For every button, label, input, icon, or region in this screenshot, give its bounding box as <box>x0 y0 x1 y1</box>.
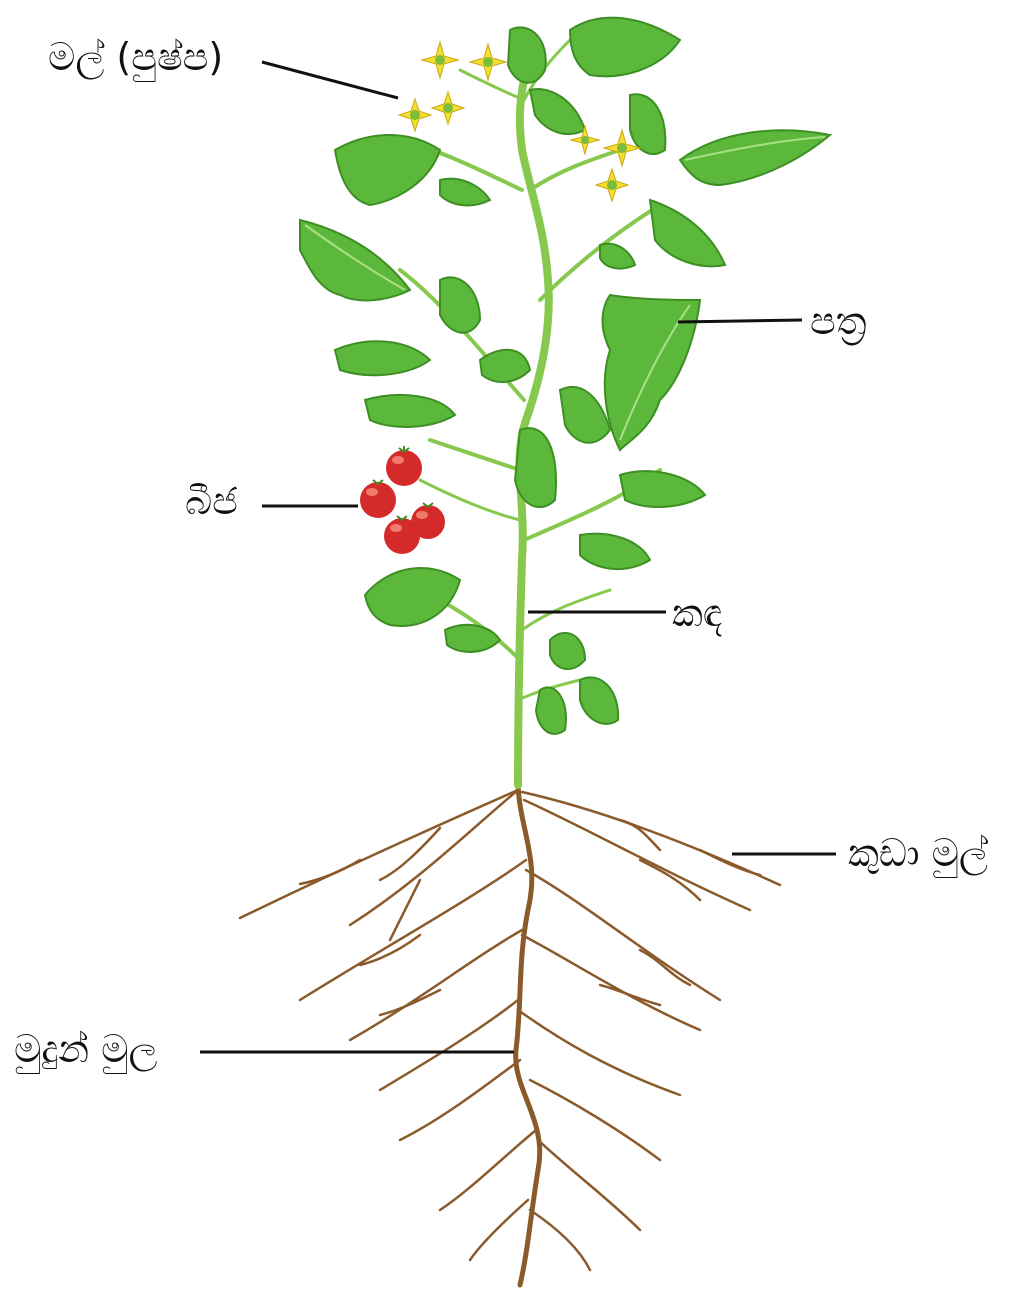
leaf-label: පත්‍ර <box>810 302 867 340</box>
flower <box>432 92 464 124</box>
fibrous-roots <box>240 790 780 1270</box>
leaf <box>480 350 530 382</box>
seed-label: බීජ <box>185 482 238 520</box>
leaf <box>630 94 665 154</box>
root-system <box>240 785 780 1285</box>
fruit <box>360 480 396 518</box>
flower-label: මල් (පුෂ්ප) <box>48 38 223 76</box>
fruits <box>360 446 445 554</box>
leaf <box>570 18 680 77</box>
flower <box>422 42 458 78</box>
leaf <box>365 568 460 626</box>
leaf <box>650 200 725 266</box>
flower-leader-line <box>262 62 398 98</box>
leaf <box>440 277 480 332</box>
leaf <box>365 395 455 427</box>
leaf <box>603 295 701 450</box>
tap-root-label: මුදුන් මුල <box>14 1030 157 1068</box>
flower <box>399 99 431 131</box>
leaf <box>536 687 566 734</box>
leaf <box>515 428 556 507</box>
stem-label: කඳ <box>672 594 722 632</box>
leaf <box>580 677 618 724</box>
leaf <box>530 89 585 134</box>
fruit <box>386 446 422 486</box>
tap-root <box>516 785 540 1285</box>
leaf <box>580 534 650 569</box>
leaf <box>550 633 585 669</box>
leaf <box>335 135 440 205</box>
leaf <box>600 244 635 269</box>
leaf <box>620 471 705 507</box>
leaf <box>560 387 610 443</box>
leaves <box>300 18 830 734</box>
leaf <box>300 220 410 300</box>
flower <box>596 169 628 201</box>
leaf <box>508 27 546 82</box>
leaf <box>445 625 500 652</box>
fibrous-root-label: කුඩා මුල් <box>848 834 988 872</box>
leaf <box>680 130 830 185</box>
leader-lines <box>200 62 836 1052</box>
leaf <box>440 179 490 206</box>
leaf <box>335 341 430 375</box>
leaf-leader-line <box>678 320 802 322</box>
flower <box>470 44 506 80</box>
